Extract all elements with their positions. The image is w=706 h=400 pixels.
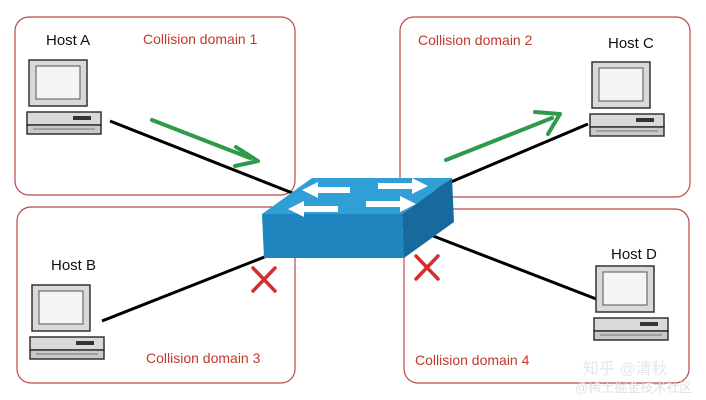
host-b-label: Host B <box>51 257 97 274</box>
link-host-d <box>427 232 605 304</box>
collision-domain-1-label: Collision domain 1 <box>143 31 258 47</box>
arrow-icon <box>150 118 260 168</box>
collision-domain-3-box <box>16 206 296 384</box>
collision-domain-1-box <box>14 16 296 196</box>
collision-domain-4-box <box>403 208 690 384</box>
watermark-line-2: @稀土掘金技术社区 <box>575 380 693 395</box>
host-a-label: Host A <box>46 32 91 49</box>
computer-icon <box>29 284 105 360</box>
switch-icon <box>262 178 454 258</box>
host-d-label: Host D <box>611 246 657 263</box>
collision-domain-4-label: Collision domain 4 <box>415 352 530 368</box>
link-host-a <box>109 119 306 200</box>
computer-icon <box>593 265 669 341</box>
collision-domain-3-label: Collision domain 3 <box>146 350 261 366</box>
watermark-line-1: 知乎 @清秋 <box>583 361 668 378</box>
link-host-c <box>431 122 589 192</box>
collision-domain-2-box <box>399 16 691 198</box>
arrow-icon <box>444 110 562 162</box>
cross-icon <box>414 254 440 281</box>
cross-icon <box>251 266 277 293</box>
collision-domain-2-label: Collision domain 2 <box>418 32 533 48</box>
link-host-b <box>101 252 273 323</box>
host-c-label: Host C <box>608 35 654 52</box>
computer-icon <box>26 59 102 135</box>
computer-icon <box>589 61 665 137</box>
